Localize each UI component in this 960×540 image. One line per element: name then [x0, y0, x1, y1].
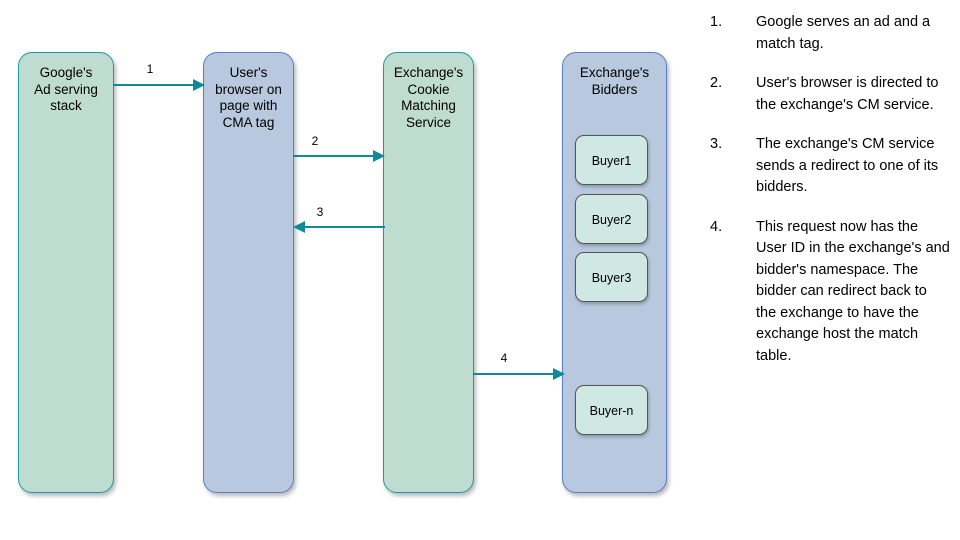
- step-text-1: Google serves an ad and a match tag.: [756, 14, 931, 52]
- node-google-ad-serving-stack: Google's Ad serving stack: [18, 52, 114, 493]
- arrow-4-cms-to-bidders: [473, 368, 565, 380]
- step-number-2: 2.: [710, 75, 723, 91]
- arrow-4-label: 4: [500, 351, 508, 365]
- arrow-2-label: 2: [311, 134, 319, 148]
- step-text-2: User's browser is directed to the exchan…: [756, 75, 939, 113]
- node-exchange-cookie-matching-service: Exchange's Cookie Matching Service: [383, 52, 474, 493]
- arrow-3-label: 3: [316, 205, 324, 219]
- node-user-browser: User's browser on page with CMA tag: [203, 52, 294, 493]
- buyer-box-2: Buyer2: [575, 194, 648, 244]
- arrow-1-label: 1: [146, 62, 154, 76]
- steps-list: 1. Google serves an ad and a match tag. …: [706, 12, 950, 385]
- step-text-3: The exchange's CM service sends a redire…: [756, 136, 939, 195]
- step-item-2: 2. User's browser is directed to the exc…: [706, 73, 950, 116]
- step-item-3: 3. The exchange's CM service sends a red…: [706, 134, 950, 199]
- step-number-4: 4.: [710, 218, 723, 235]
- step-item-4: 4. This request now has the User ID in t…: [706, 217, 950, 368]
- step-text-4: This request now has the User ID in the …: [756, 218, 950, 364]
- step-number-1: 1.: [710, 14, 723, 30]
- buyer-box-3: Buyer3: [575, 252, 648, 302]
- buyer-box-1: Buyer1: [575, 135, 648, 185]
- arrow-1-google-to-browser: [113, 79, 205, 91]
- buyer-box-n: Buyer-n: [575, 385, 648, 435]
- step-item-1: 1. Google serves an ad and a match tag.: [706, 12, 950, 55]
- arrow-3-cms-to-browser: [293, 221, 385, 233]
- arrow-2-browser-to-cms: [293, 150, 385, 162]
- step-number-3: 3.: [710, 136, 723, 152]
